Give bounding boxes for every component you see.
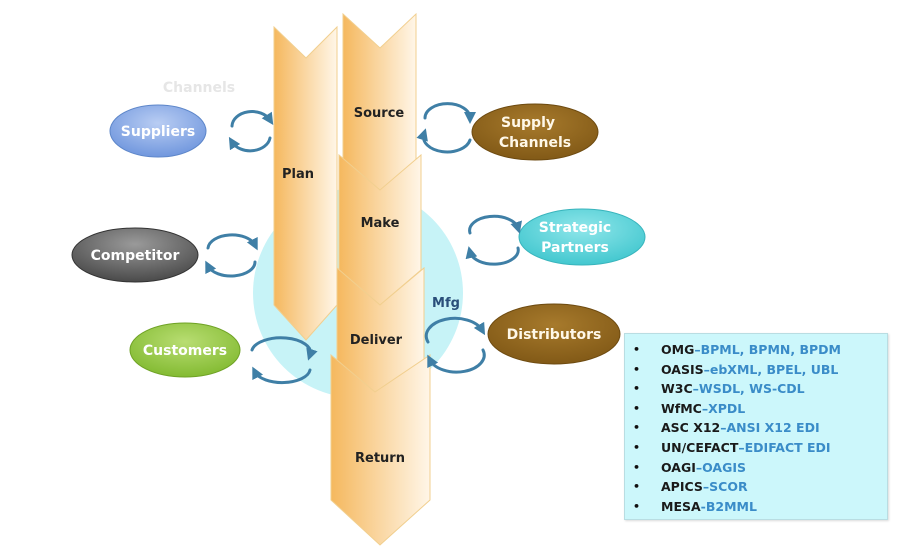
standards-separator: – [694,342,701,357]
competitor-node[interactable]: Competitor [71,227,199,283]
standards-org: ASC X12 [661,420,721,436]
source-label: Source [354,106,405,121]
bullet-icon: • [633,421,641,435]
distributors-node[interactable]: Distributors [487,303,621,365]
standards-item: • APICS – SCOR [633,477,887,497]
standards-spec: ebXML, BPEL, UBL [709,361,839,377]
standards-spec: EDIFACT EDI [744,439,831,455]
standards-list: • OMG – BPML, BPMN, BPDM • OASIS – ebXML, … [633,340,887,516]
standards-org: OMG [661,342,695,357]
plan-chevron[interactable] [273,25,338,341]
strategic-partners-node[interactable]: Strategic Partners [518,208,646,266]
suppliers-node[interactable]: Suppliers [109,104,207,158]
standards-org: WfMC [661,400,702,416]
standards-separator: – [702,479,710,495]
customers-cycle-icon [250,336,318,385]
strategic-partners-label-line1: Strategic [539,220,611,236]
standards-list-box: • OMG – BPML, BPMN, BPDM • OASIS – ebXML, … [624,333,888,520]
suppliers-label: Suppliers [121,124,195,140]
plan-label: Plan [282,167,314,182]
standards-item: • UN/CEFACT – EDIFACT EDI [633,438,887,458]
standards-spec: ANSI X12 EDI [726,420,820,436]
standards-separator: – [738,439,745,455]
standards-separator: – [692,381,699,397]
standards-spec: B2MML [705,498,757,514]
competitor-label: Competitor [91,248,180,264]
standards-item: • W3C – WSDL, WS-CDL [633,379,887,399]
standards-item: • OMG – BPML, BPMN, BPDM [633,340,887,360]
standards-separator: – [701,400,709,416]
standards-separator: - [700,498,706,514]
standards-spec: BPML, BPMN, BPDM [700,342,841,357]
standards-item: • ASC X12 – ANSI X12 EDI [633,418,887,438]
standards-org: W3C [661,381,693,397]
distributors-label: Distributors [507,327,602,343]
bullet-icon: • [633,382,641,396]
standards-org: UN/CEFACT [661,439,739,455]
bullet-icon: • [633,362,641,376]
standards-org: OASIS [661,361,704,377]
supply-channels-label-line1: Supply [501,115,555,131]
source-chevron[interactable] [342,12,417,193]
bullet-icon: • [633,460,641,474]
standards-spec: XPDL [708,400,746,416]
channels-faded-label: Channels [163,80,235,96]
bullet-icon: • [633,440,641,454]
standards-org: APICS [661,479,703,495]
bullet-icon: • [633,401,641,415]
supply-channels-node[interactable]: Supply Channels [471,103,599,161]
standards-org: MESA [661,498,701,514]
standards-spec: OAGIS [702,459,747,475]
customers-label: Customers [143,343,227,359]
bullet-icon: • [633,343,641,356]
bullet-icon: • [633,480,641,494]
deliver-label: Deliver [350,333,403,348]
return-chevron[interactable] [330,353,431,546]
strategic-partners-label-line2: Partners [541,240,609,256]
supply-channels-cycle-icon [416,102,476,154]
standards-spec: WSDL, WS-CDL [698,381,805,397]
bullet-icon: • [633,499,641,513]
make-label: Make [361,216,400,231]
standards-item: • WfMC – XPDL [633,399,887,419]
supply-channels-label-line2: Channels [499,135,571,151]
standards-separator: – [695,459,703,475]
competitor-cycle-icon [205,233,258,278]
suppliers-cycle-icon [228,110,274,153]
standards-item: • MESA - B2MML [633,497,887,517]
standards-spec: SCOR [709,479,748,495]
standards-separator: – [720,420,727,436]
return-label: Return [355,451,405,466]
standards-separator: – [703,361,710,377]
mfg-label: Mfg [432,296,460,311]
standards-org: OAGI [661,459,696,475]
distributors-cycle-icon [424,316,486,374]
standards-item: • OAGI – OAGIS [633,458,887,478]
customers-node[interactable]: Customers [129,322,241,378]
strategic-partners-cycle-icon [465,214,522,266]
standards-item: • OASIS – ebXML, BPEL, UBL [633,360,887,380]
